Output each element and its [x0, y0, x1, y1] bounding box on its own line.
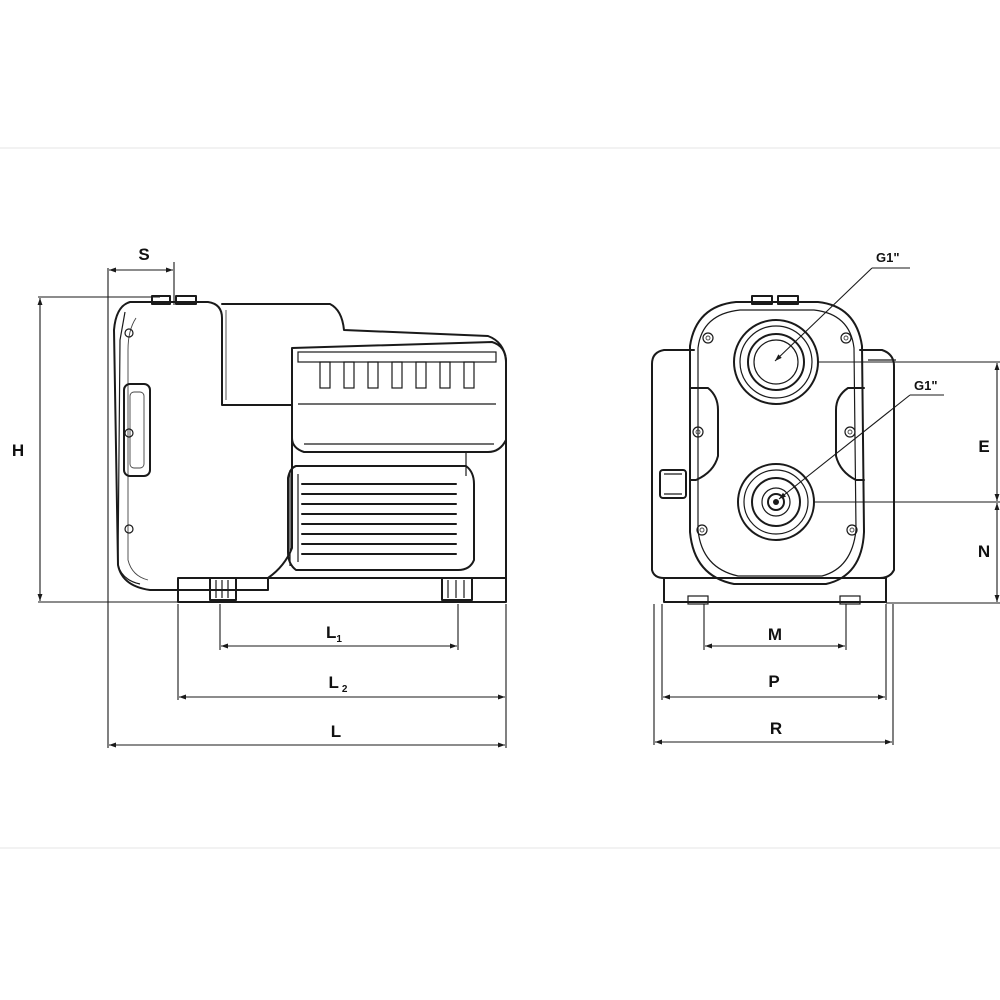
- motor-fins: [289, 470, 457, 566]
- pump-head-front-inner: [697, 309, 857, 577]
- dim-label-m: M: [768, 625, 782, 644]
- inlet-leader: [778, 394, 911, 500]
- head-bolt-2: [124, 428, 134, 438]
- left-wing: [651, 349, 695, 579]
- dim-label-l: L: [331, 722, 341, 741]
- dim-label-s: S: [138, 245, 149, 264]
- front-bolts: [692, 332, 858, 536]
- base-foot-right: [441, 577, 473, 601]
- handle-inner: [129, 391, 145, 469]
- controller-cover: [291, 341, 507, 453]
- dim-label-l1: L1: [326, 623, 342, 645]
- cable-gland: [659, 469, 687, 499]
- dim-label-p: P: [768, 672, 779, 691]
- base-plate: [177, 577, 507, 603]
- pump-head-front: [689, 301, 865, 585]
- head-bolt-3: [124, 524, 134, 534]
- handle: [123, 383, 151, 477]
- left-recess: [689, 387, 719, 481]
- front-view: G1" G1" E N M P R: [651, 250, 1000, 745]
- front-base-plate: [663, 577, 887, 603]
- front-top-plug-1: [751, 295, 773, 305]
- top-plug-2: [175, 295, 197, 305]
- front-top-plug-2: [777, 295, 799, 305]
- inlet-port: [737, 463, 815, 541]
- front-foot-left: [687, 595, 709, 605]
- outlet-thread-label: G1": [876, 250, 900, 265]
- front-foot-right: [839, 595, 861, 605]
- dim-label-n: N: [978, 542, 990, 561]
- dim-label-h: H: [12, 441, 24, 460]
- head-bolt-1: [124, 328, 134, 338]
- controller-housing: [221, 303, 507, 595]
- controller-ribs: [297, 351, 497, 445]
- right-recess: [835, 387, 865, 481]
- right-wing: [859, 349, 895, 579]
- pump-head-cover: [113, 301, 293, 591]
- inlet-thread-label: G1": [914, 378, 938, 393]
- dim-label-e: E: [978, 437, 989, 456]
- dim-label-r: R: [770, 719, 782, 738]
- base-foot-left: [209, 577, 237, 601]
- top-plug-1: [151, 295, 171, 305]
- pump-head-inner-edge: [127, 317, 149, 581]
- motor-body: [287, 465, 475, 571]
- outlet-leader: [774, 267, 873, 362]
- pump-head-rim: [117, 311, 141, 585]
